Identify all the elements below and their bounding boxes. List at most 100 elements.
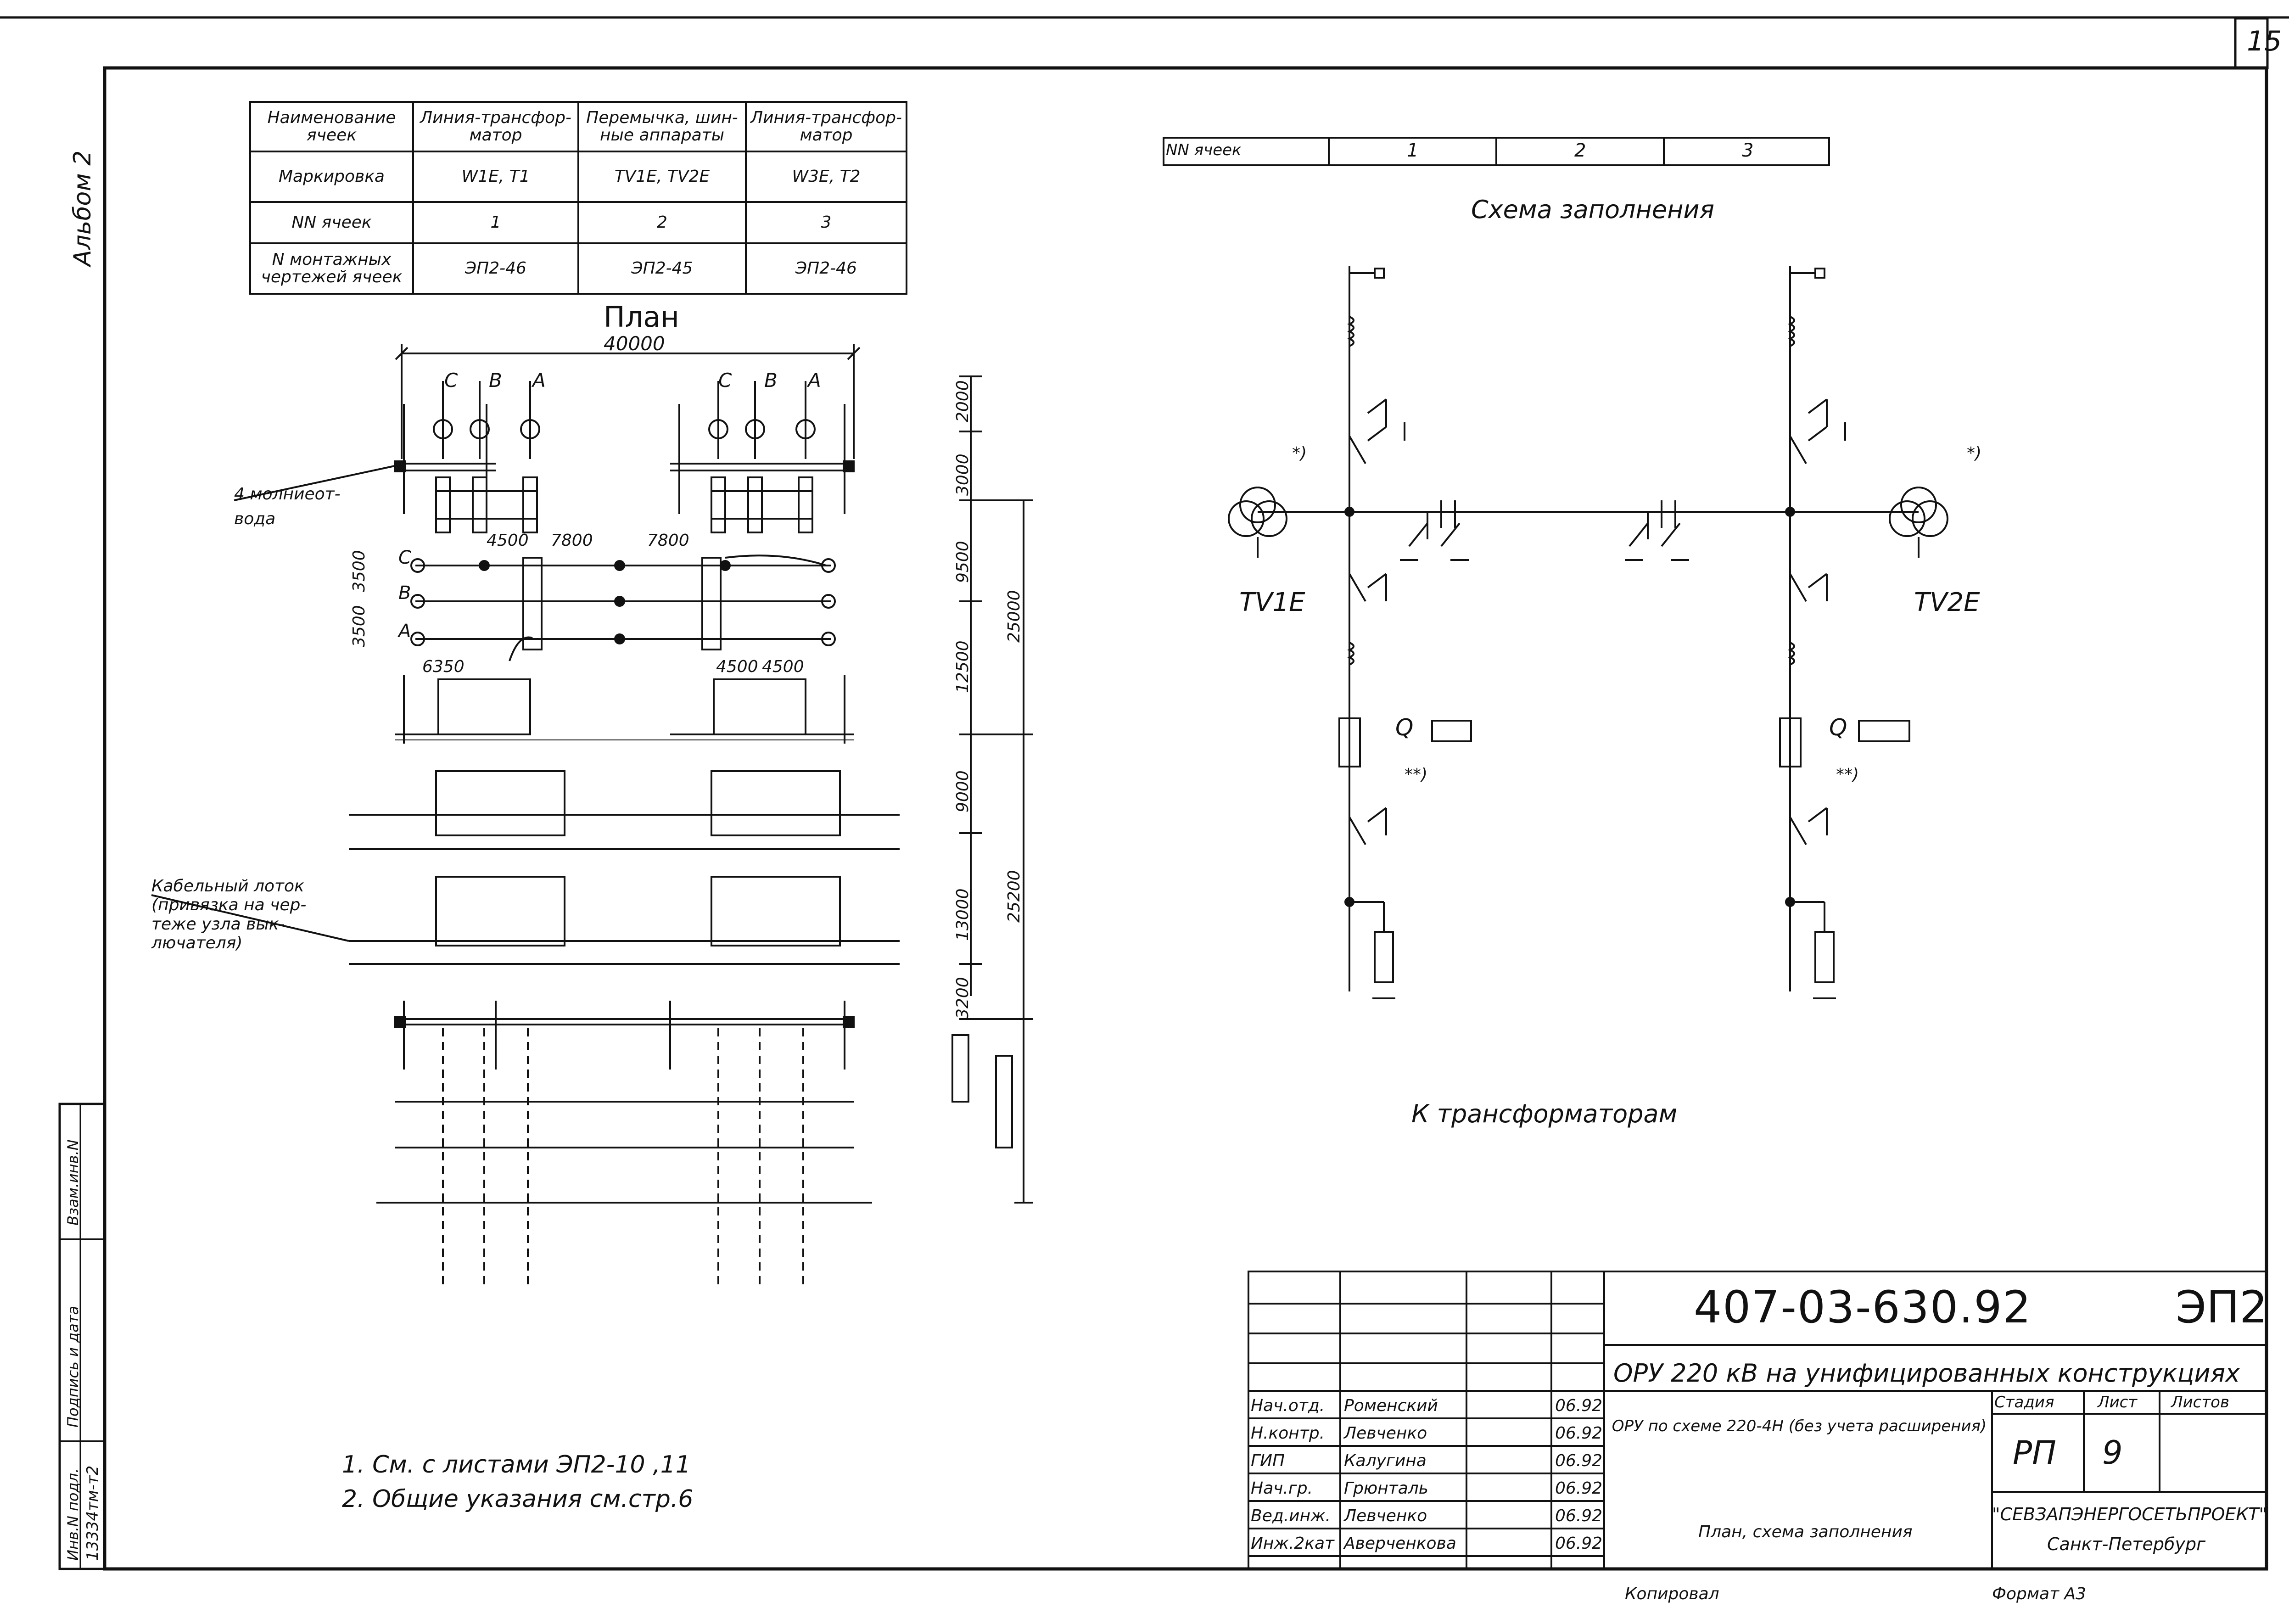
phase-label: A <box>808 369 821 392</box>
staff-role: Инж.2кат <box>1251 1534 1335 1553</box>
stage-value: РП <box>2013 1434 2056 1472</box>
fill-header-cell: 2 <box>1574 140 1586 161</box>
description-text: ОРУ по схеме 220-4Н (без учета расширени… <box>1612 1417 1987 1435</box>
dim-vertical: 25000 <box>1005 590 1024 643</box>
dim-label: 6350 <box>422 657 465 676</box>
phase-side-label: B <box>398 582 411 604</box>
table-cell: 2 <box>657 213 667 232</box>
dim-label: 4500 <box>762 657 804 676</box>
q-left-label: Q <box>1395 714 1414 741</box>
staff-name: Левченко <box>1344 1506 1427 1525</box>
phase-label: B <box>764 369 778 392</box>
table-cell: 1 <box>490 213 501 232</box>
drawing-name: План, схема заполнения <box>1698 1523 1913 1541</box>
description: ОРУ по схеме 220-4Н (без учета расширени… <box>1606 1414 1992 1439</box>
plan-title: План <box>604 300 679 334</box>
format-label: Формат А3 <box>1992 1585 2087 1603</box>
org-city: Санкт-Петербург <box>2047 1534 2206 1554</box>
tv-right-label: TV2E <box>1914 588 1980 617</box>
dim-vertical: 9000 <box>953 770 972 812</box>
sheet-code: ЭП2 <box>2176 1282 2268 1333</box>
table-cell: TV1E, TV2E <box>614 167 710 186</box>
copied-label: Копировал <box>1625 1585 1719 1603</box>
title-block-frame <box>1248 1271 2267 1570</box>
star-mark: *) <box>1292 444 1307 463</box>
dim-vertical: 13000 <box>953 888 972 941</box>
side-stamp-label: Подпись и дата <box>64 1305 82 1428</box>
dim-label: 4500 <box>716 657 758 676</box>
table-header: N монтажных чертежей ячеек <box>261 250 403 286</box>
page-number: 15 <box>2247 25 2282 57</box>
staff-role: Нач.отд. <box>1251 1396 1325 1415</box>
staff-date: 06.92 <box>1555 1479 1603 1498</box>
schema-footer: К трансформаторам <box>1411 1099 1678 1128</box>
dim-vertical: 3200 <box>953 977 972 1019</box>
dim-vertical: 12500 <box>953 640 972 693</box>
q-right-label: Q <box>1829 714 1847 741</box>
phase-side-label: C <box>398 547 411 568</box>
phase-label: B <box>489 369 502 392</box>
fill-header-cell: 3 <box>1742 140 1754 161</box>
staff-name: Левченко <box>1344 1424 1427 1443</box>
sheets-label: Листов <box>2171 1393 2230 1411</box>
table-cell: Линия-трансфор-матор <box>420 108 571 145</box>
plan-dim-total: 40000 <box>604 332 665 355</box>
staff-date: 06.92 <box>1555 1534 1603 1553</box>
lightning-rod-label: 4 молниеот-вода <box>234 485 341 528</box>
staff-date: 06.92 <box>1555 1396 1603 1415</box>
album-label: Альбом 2 <box>69 150 96 266</box>
table-cell: ЭП2-46 <box>795 259 857 278</box>
staff-role: Нач.гр. <box>1251 1479 1313 1498</box>
sheet-value: 9 <box>2102 1434 2123 1472</box>
phase-label: C <box>718 369 732 392</box>
dim-label: 3500 <box>350 605 369 647</box>
phase-label: A <box>532 369 546 392</box>
staff-date: 06.92 <box>1555 1506 1603 1525</box>
table-cell: ЭП2-46 <box>465 259 526 278</box>
table-cell: Перемычка, шин-ные аппараты <box>586 108 738 145</box>
dim-label: 7800 <box>647 531 689 550</box>
table-cell: ЭП2-45 <box>631 259 693 278</box>
staff-date: 06.92 <box>1555 1424 1603 1443</box>
stage-label: Стадия <box>1994 1393 2054 1411</box>
staff-role: ГИП <box>1251 1451 1285 1470</box>
side-stamp-label: Инв.N подл. <box>64 1468 82 1561</box>
dim-vertical: 9500 <box>953 541 972 583</box>
tv-left-label: TV1E <box>1239 588 1305 617</box>
doc-code: 407-03-630.92 <box>1694 1282 2032 1333</box>
fill-header-cell: 1 <box>1407 140 1419 161</box>
dim-vertical: 25200 <box>1005 870 1024 923</box>
staff-name: Роменский <box>1344 1396 1438 1415</box>
side-stamp-label: 13334тм-т2 <box>84 1465 102 1561</box>
phase-label: C <box>444 369 458 392</box>
table-cell: W3E, T2 <box>792 167 861 186</box>
table-header: Маркировка <box>278 167 385 186</box>
fill-schema <box>1228 266 1948 999</box>
schema-title: Схема заполнения <box>1471 195 1714 224</box>
project-title: ОРУ 220 кВ на унифицированных конструкци… <box>1613 1359 2240 1388</box>
staff-name: Грюнталь <box>1344 1479 1429 1498</box>
sheet-label: Лист <box>2098 1393 2138 1411</box>
star-mark: **) <box>1405 765 1428 784</box>
dim-label: 3500 <box>350 550 369 592</box>
plan-drawing <box>151 344 1033 1285</box>
phase-side-label: A <box>398 621 411 642</box>
staff-name: Калугина <box>1344 1451 1427 1470</box>
dim-label: 4500 <box>487 531 529 550</box>
fill-header-label: NN ячеек <box>1166 141 1242 159</box>
dim-label: 7800 <box>551 531 593 550</box>
staff-role: Н.контр. <box>1251 1424 1325 1443</box>
side-stamp-label: Взам.инв.N <box>64 1139 82 1226</box>
table-cell: Линия-трансфор-матор <box>750 108 902 145</box>
staff-name: Аверченкова <box>1344 1534 1456 1553</box>
note-line: 2. Общие указания см.стр.6 <box>342 1485 694 1513</box>
star-mark: **) <box>1836 765 1859 784</box>
table-cell: 3 <box>821 213 832 232</box>
cable-tray-label: Кабельный лоток (привязка на чер-теже уз… <box>151 877 307 953</box>
staff-role: Вед.инж. <box>1251 1506 1331 1525</box>
table-cell: W1E, T1 <box>461 167 530 186</box>
note-line: 1. См. с листами ЭП2-10 ,11 <box>342 1451 691 1478</box>
dim-vertical: 3000 <box>953 454 972 496</box>
dim-vertical: 2000 <box>953 380 972 422</box>
